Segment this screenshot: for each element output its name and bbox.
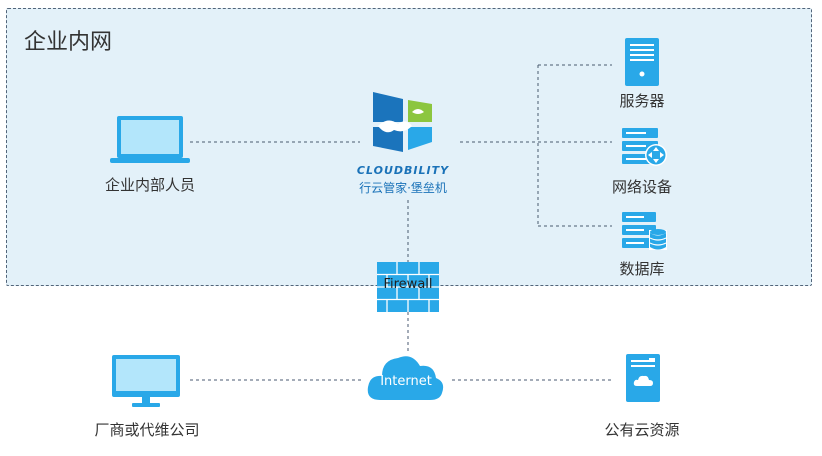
internal-staff-label: 企业内部人员	[104, 176, 195, 194]
internet-cloud-icon	[367, 356, 444, 400]
database-label: 数据库	[619, 260, 665, 278]
network-device-icon	[622, 128, 667, 166]
brand-wordmark: CLOUDBILITY	[356, 164, 450, 177]
firewall-icon	[377, 262, 439, 312]
server-icon	[625, 38, 659, 86]
cloud-server-icon	[626, 354, 660, 402]
intranet-zone-title: 企业内网	[24, 30, 113, 55]
network-device-label: 网络设备	[611, 178, 672, 196]
cloudbility-logo-icon	[373, 92, 432, 152]
firewall-label: Firewall	[383, 277, 433, 292]
monitor-icon	[112, 355, 180, 407]
database-icon	[622, 212, 667, 250]
public-cloud-label: 公有云资源	[604, 421, 680, 439]
internet-label: Internet	[380, 374, 432, 389]
laptop-icon	[110, 116, 190, 163]
brand-subtitle: 行云管家·堡垒机	[359, 181, 447, 195]
vendor-label: 厂商或代维公司	[94, 421, 200, 439]
server-label: 服务器	[619, 92, 665, 110]
